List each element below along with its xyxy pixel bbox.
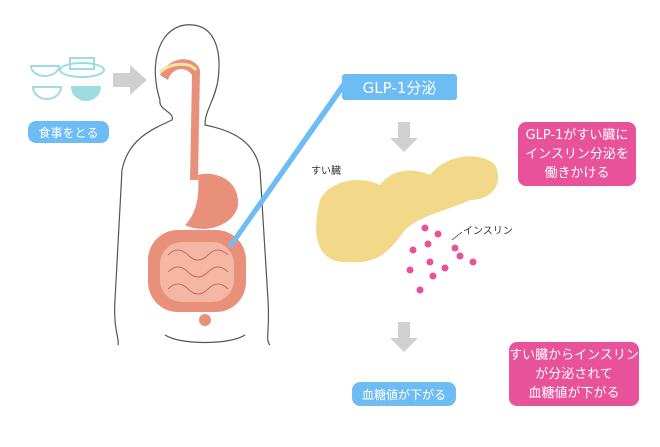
arrow-down-icon (390, 322, 418, 352)
line: 血糖値が下がる (528, 385, 620, 401)
body-outline (114, 24, 271, 346)
insulin-dots (406, 224, 477, 294)
insulin-label: インスリン (463, 226, 513, 237)
eat-label: 食事をとる (28, 121, 109, 143)
arrow-down-icon (390, 122, 418, 152)
food-icon (29, 57, 105, 101)
result-reason-box: すい臓からインスリン が分泌されて 血糖値が下がる (509, 342, 639, 406)
pancreas-label: すい臓 (311, 166, 341, 177)
line: が分泌されて (535, 366, 613, 382)
result-label: 血糖値が下がる (352, 382, 456, 406)
glp1-label: GLP-1分泌 (342, 74, 457, 100)
line: GLP-1がすい臓に (525, 127, 629, 143)
arrow-right-icon (113, 65, 147, 95)
pancreas (316, 156, 499, 263)
glp1-beam (228, 78, 352, 248)
esophagus (160, 59, 200, 180)
glp1-action-box: GLP-1がすい臓に インスリン分泌を 働きかける (518, 122, 636, 186)
line: インスリン分泌を (525, 146, 629, 162)
stomach (185, 173, 239, 229)
line: 働きかける (544, 165, 610, 181)
line: すい臓からインスリン (509, 347, 639, 363)
